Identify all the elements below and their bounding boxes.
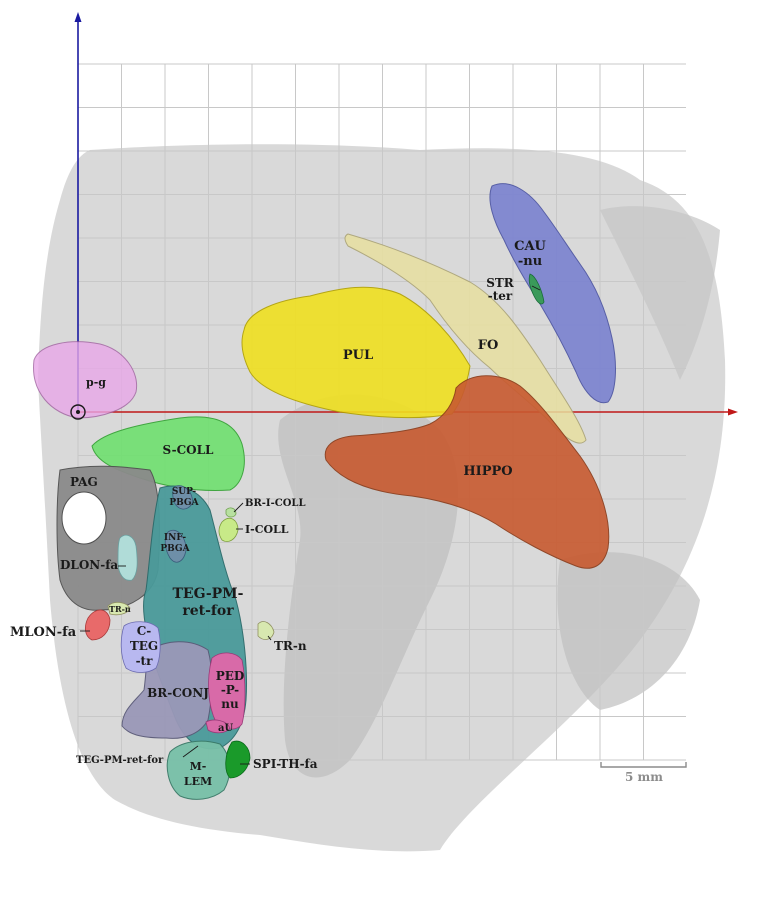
labels: p-g S-COLL PAG SUP-PBGA BR-I-COLL I-COLL… <box>10 239 547 788</box>
label-hippo: HIPPO <box>463 464 512 479</box>
label-cau-nu: CAU-nu <box>514 239 546 269</box>
structure-hippo[interactable] <box>324 375 610 569</box>
label-mlon-fa: MLON-fa <box>10 625 77 640</box>
structure-ped-p-nu[interactable] <box>208 652 246 730</box>
label-fo: FO <box>478 338 499 353</box>
pag-aqueduct <box>61 491 107 545</box>
vertical-axis-arrow <box>74 12 82 22</box>
label-str-ter: STR-ter <box>486 276 515 303</box>
structure-str-ter[interactable] <box>528 273 545 305</box>
label-inf-pbga: INF-PBGA <box>160 533 190 554</box>
label-teg-pm-ret-for: TEG-PM-ret-for <box>173 586 244 619</box>
label-tr-n: TR-n <box>274 639 307 653</box>
structure-au[interactable] <box>205 719 231 734</box>
structure-p-g[interactable] <box>33 341 138 419</box>
structure-c-teg-tr[interactable] <box>120 621 161 673</box>
label-dlon-fa: DLON-fa <box>60 558 118 572</box>
horizontal-axis-arrow <box>728 408 738 416</box>
label-p-g: p-g <box>86 376 106 389</box>
leader-lines <box>80 285 541 765</box>
structure-tr-n-small[interactable] <box>107 602 131 616</box>
label-sup-pbga: SUP-PBGA <box>169 487 199 508</box>
structures <box>33 183 616 800</box>
structure-mlon-fa[interactable] <box>84 609 111 641</box>
label-au: aU <box>218 723 233 734</box>
structure-inf-pbga[interactable] <box>164 529 187 563</box>
label-m-lem: M-LEM <box>184 760 212 788</box>
label-c-teg-tr: C-TEG-tr <box>130 624 158 668</box>
structure-spi-th-fa[interactable] <box>225 740 251 779</box>
label-ped-p-nu: PED-P-nu <box>216 669 245 711</box>
label-teg-pm-ret-for-2: TEG-PM-ret-for <box>76 755 164 766</box>
label-pul: PUL <box>343 348 373 363</box>
label-tr-n-small: TR-n <box>109 604 131 614</box>
structure-i-coll[interactable] <box>218 517 239 542</box>
label-s-coll: S-COLL <box>163 443 215 457</box>
label-br-conj: BR-CONJ <box>147 686 209 700</box>
structure-tr-n[interactable] <box>257 621 275 640</box>
structure-m-lem[interactable] <box>166 740 230 800</box>
structure-cau-nu[interactable] <box>489 183 616 404</box>
structure-dlon-fa[interactable] <box>117 534 138 581</box>
label-br-i-coll: BR-I-COLL <box>245 498 305 509</box>
label-i-coll: I-COLL <box>245 523 289 536</box>
origin-marker <box>70 404 86 420</box>
structure-br-i-coll[interactable] <box>225 507 237 518</box>
scale-bar-label: 5 mm <box>625 770 663 784</box>
label-pag: PAG <box>70 475 98 489</box>
scale-bar: 5 mm <box>600 762 687 784</box>
structure-br-conj[interactable] <box>121 641 213 739</box>
structure-sup-pbga[interactable] <box>172 485 193 510</box>
label-spi-th-fa: SPI-TH-fa <box>253 757 318 771</box>
